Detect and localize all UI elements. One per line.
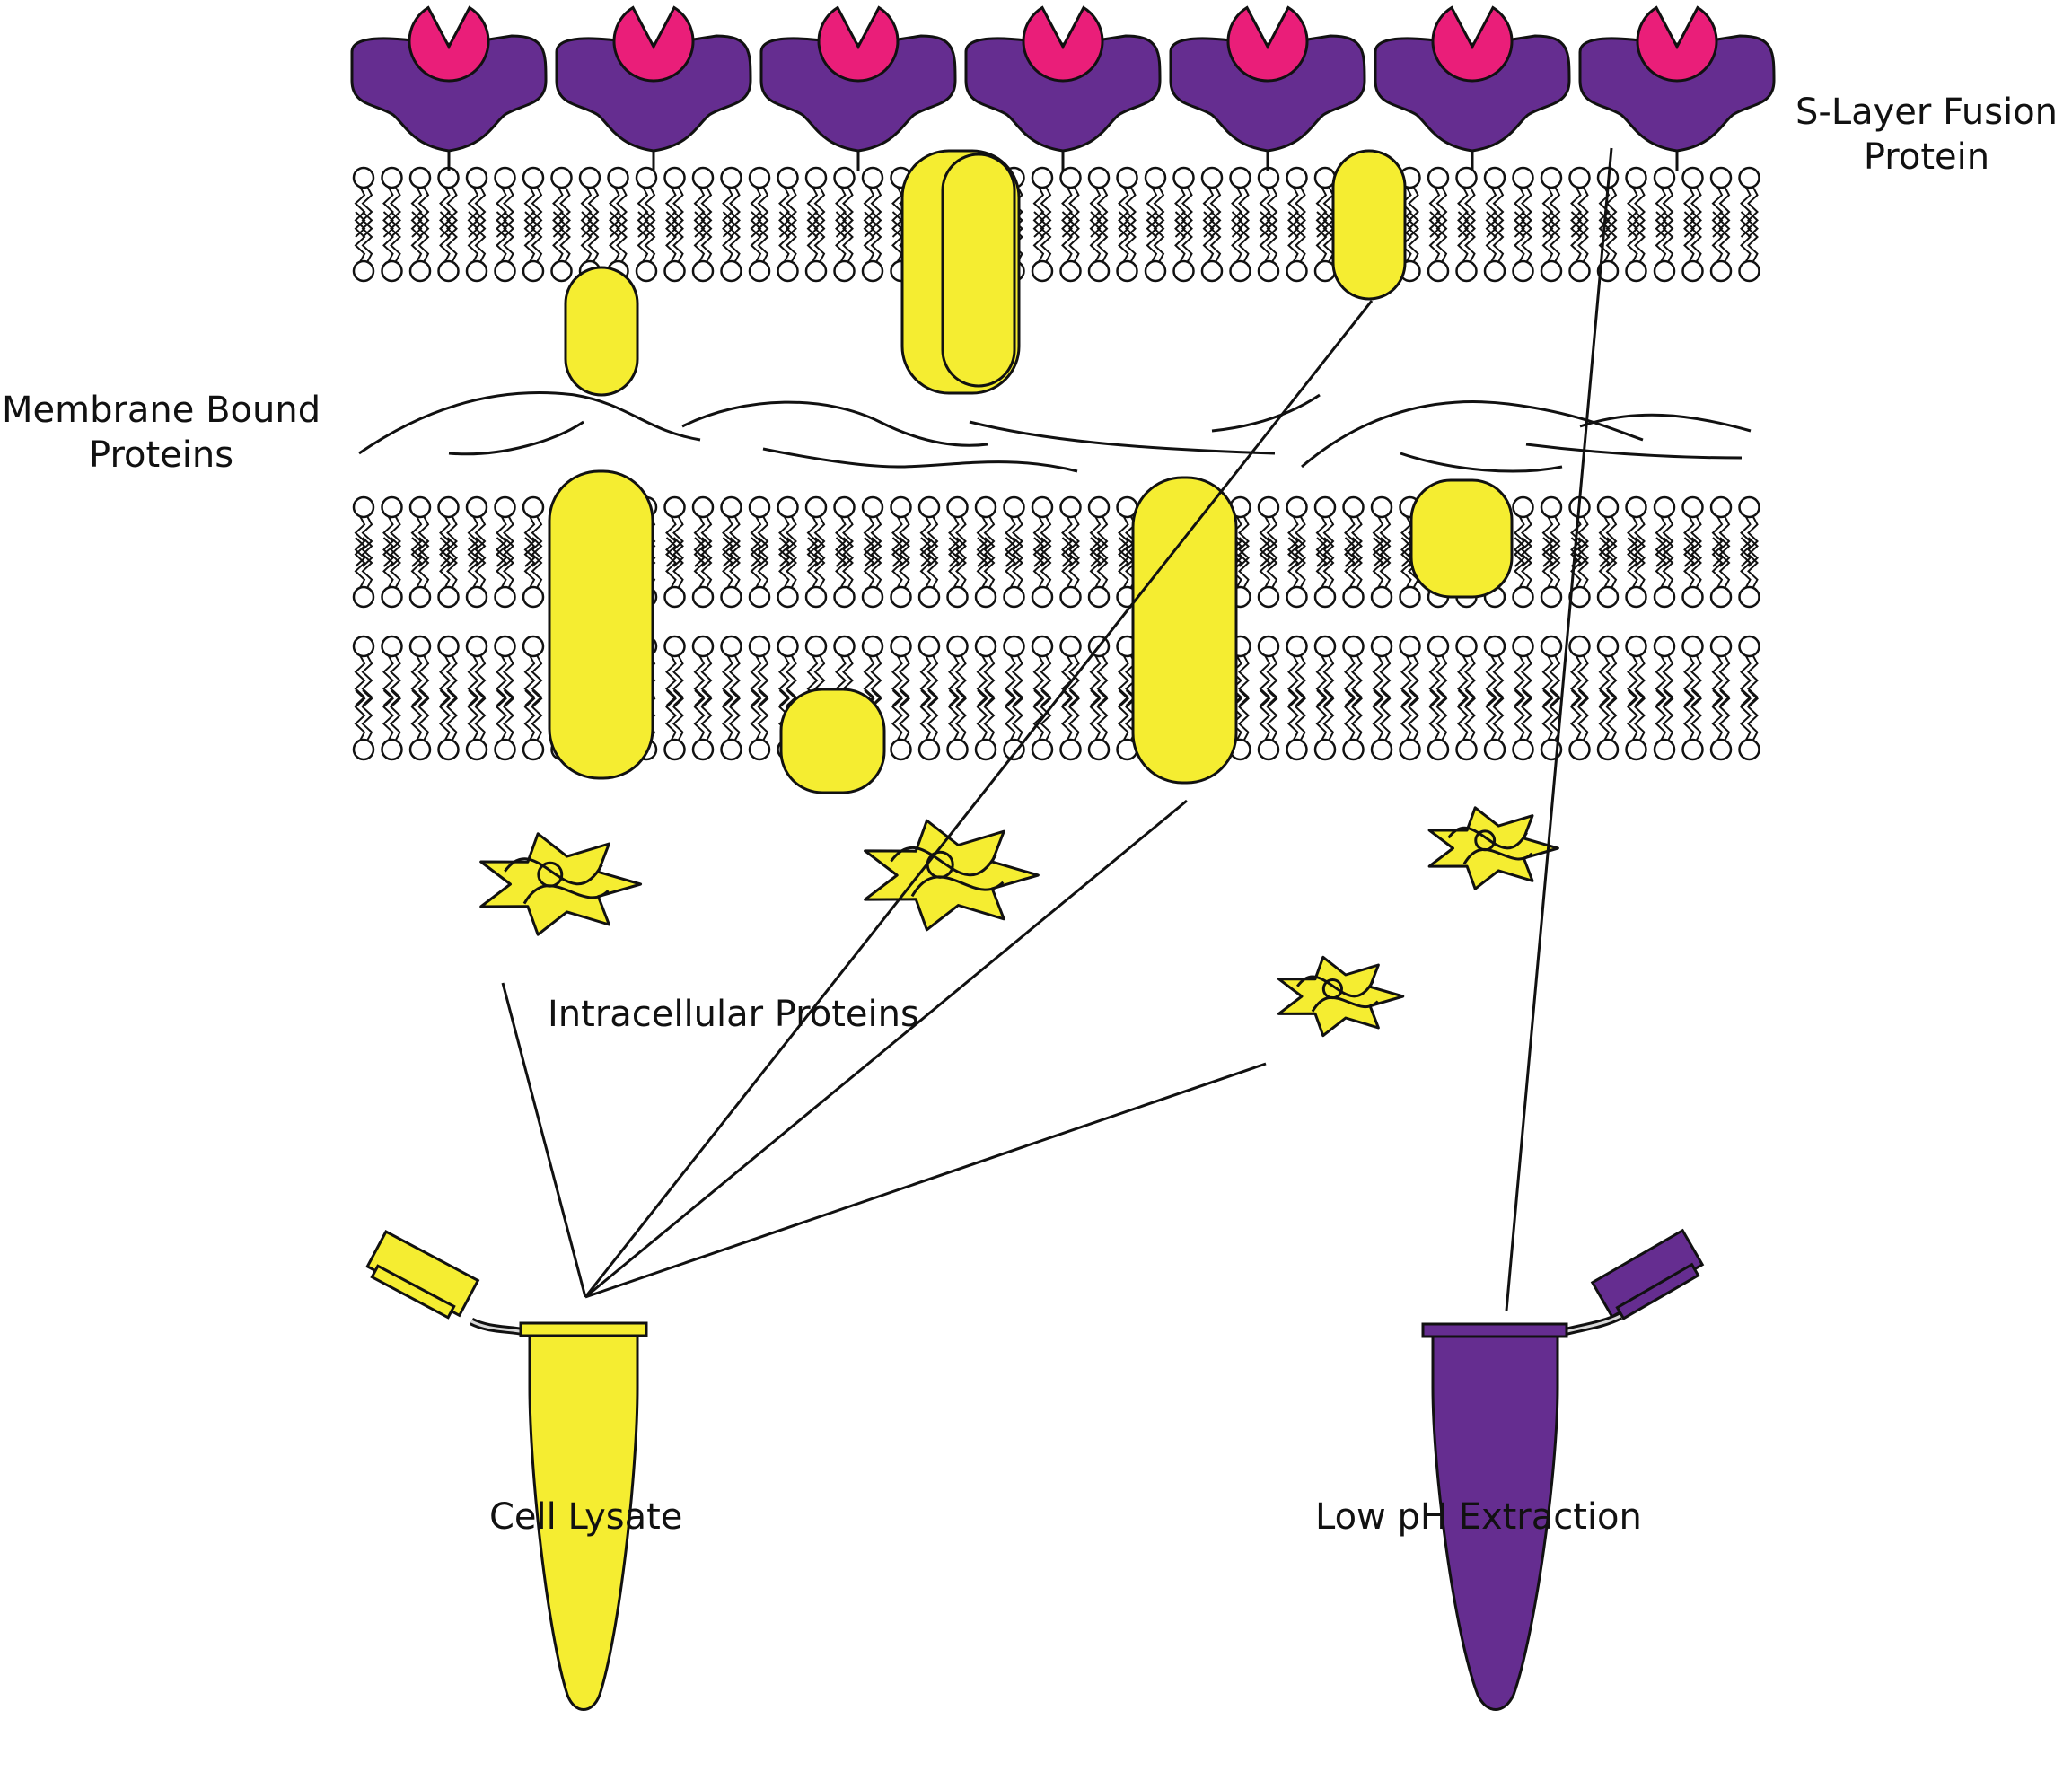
s-layer-label: S-Layer Fusion Protein (1795, 90, 2058, 180)
slayer-unit (1169, 5, 1366, 171)
connector-lines (501, 147, 1613, 1311)
s-layer-label-line1: S-Layer Fusion (1795, 92, 2059, 133)
intracellular-protein-blob (864, 819, 1040, 932)
s-layer-fusion-proteins (350, 5, 1776, 171)
membrane-bound-label-line2: Proteins (89, 434, 234, 476)
intracellular-protein-blobs (479, 806, 1559, 1038)
membrane-bilayers (352, 166, 1760, 761)
cell-lysate-tube (365, 1230, 648, 1711)
intracellular-protein-blob (1277, 955, 1405, 1038)
slayer-unit (964, 5, 1162, 171)
slayer-unit (1374, 5, 1571, 171)
membrane-bound-label: Membrane Bound Proteins (2, 388, 320, 478)
membrane-bound-label-line1: Membrane Bound (2, 390, 321, 431)
slayer-unit (1578, 5, 1776, 171)
intracellular-protein-blob (1427, 806, 1559, 890)
s-layer-label-line2: Protein (1863, 136, 1990, 178)
slayer-unit (759, 5, 957, 171)
low-ph-extraction-tube (1421, 1228, 1705, 1711)
membrane-bound-protein-shapes (548, 149, 1514, 794)
intracellular-protein-blob (479, 832, 643, 936)
cell-lysate-label: Cell Lysate (489, 1496, 683, 1538)
slayer-unit (350, 5, 548, 171)
periplasm-peptidoglycan-lines (358, 391, 1752, 473)
intracellular-label: Intracellular Proteins (548, 994, 919, 1035)
slayer-unit (555, 5, 752, 171)
low-ph-label: Low pH Extraction (1315, 1496, 1642, 1538)
